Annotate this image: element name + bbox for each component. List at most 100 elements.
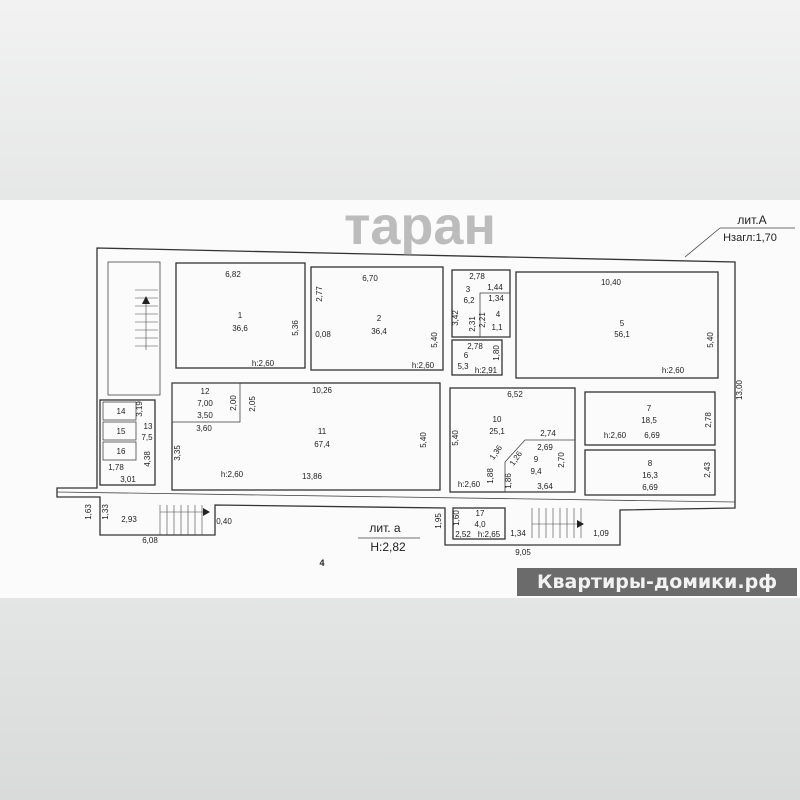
room-number: 6 <box>464 351 469 360</box>
room-area: 1,1 <box>491 323 503 332</box>
dim: 1,34 <box>510 529 526 538</box>
blurred-background-top <box>0 0 800 200</box>
dim: 1,44 <box>487 283 503 292</box>
stairwell <box>107 261 161 396</box>
room-area: 56,1 <box>614 330 630 339</box>
dim: 2,05 <box>248 396 257 412</box>
room-height: h:2,60 <box>252 359 275 368</box>
dim: 2,21 <box>478 312 487 328</box>
dim: 1,86 <box>504 473 513 489</box>
room-height: h:2,91 <box>475 366 498 375</box>
room-area: 9,4 <box>530 467 542 476</box>
room-number: 10 <box>493 415 502 424</box>
outer-wall <box>56 247 736 546</box>
room-1 <box>175 262 306 369</box>
room-15 <box>102 421 137 441</box>
dim: 2,78 <box>469 272 485 281</box>
room-14 <box>102 401 137 421</box>
overall-depth: 13,00 <box>735 379 744 400</box>
lit-A-label: лит.А <box>737 213 766 227</box>
dim: 1,60 <box>452 510 461 526</box>
dim: 1,63 <box>84 504 93 520</box>
dim: 9,05 <box>515 548 531 557</box>
room-12 <box>171 382 241 423</box>
dim: 1,95 <box>434 513 443 529</box>
room-number: 7 <box>647 404 652 413</box>
dim: 2,00 <box>229 395 238 411</box>
room-area: 5,3 <box>457 362 469 371</box>
room-number: 12 <box>201 387 210 396</box>
h-zagl-label: Hзагл:1,70 <box>723 232 777 244</box>
dim: 5,36 <box>291 320 300 336</box>
site-watermark: Квартиры-домики.рф <box>517 568 797 596</box>
dim: 1,34 <box>488 294 504 303</box>
dim: 1,09 <box>593 529 609 538</box>
room-16 <box>102 441 137 461</box>
dim: 6,08 <box>142 536 158 545</box>
dim: 5,40 <box>451 430 460 446</box>
room-number: 15 <box>117 427 126 436</box>
room-number: 11 <box>318 427 327 436</box>
dim: 5,40 <box>419 432 428 448</box>
dim: 3,35 <box>173 445 182 461</box>
room-number: 13 <box>144 422 153 431</box>
dim: 3,01 <box>120 475 136 484</box>
dim: 2,43 <box>703 462 712 478</box>
dim: 2,77 <box>315 286 324 302</box>
room-number: 9 <box>534 455 539 464</box>
dim: 1,33 <box>101 504 110 520</box>
dim: 10,40 <box>601 278 622 287</box>
room-height: h:2,60 <box>662 366 685 375</box>
arrow-right-icon <box>203 508 210 516</box>
room-number: 1 <box>238 311 243 320</box>
leader-line <box>684 227 721 258</box>
arrow-up-icon <box>142 296 150 304</box>
room-2 <box>310 266 444 371</box>
dim: 2,69 <box>537 443 553 452</box>
dim: 2,78 <box>467 342 483 351</box>
room-number: 14 <box>117 407 126 416</box>
room-height: h:2,60 <box>604 431 627 440</box>
room-4 <box>479 292 511 338</box>
dim: 1,36 <box>488 443 505 461</box>
dim: 3,64 <box>537 482 553 491</box>
room-11 <box>171 382 441 491</box>
dim: 1,88 <box>486 468 495 484</box>
dim: 6,70 <box>362 274 378 283</box>
room-height: h:2,60 <box>458 480 481 489</box>
room-number: 5 <box>620 319 625 328</box>
dim: 6,69 <box>642 483 658 492</box>
wall-line <box>56 491 736 503</box>
agency-watermark: таран <box>344 196 496 256</box>
dim: 5,40 <box>430 332 439 348</box>
dim: 6,69 <box>644 431 660 440</box>
dim: 2,74 <box>540 429 556 438</box>
room-area: 4,0 <box>474 520 486 529</box>
room-area: 7,00 <box>197 399 213 408</box>
dim: 13,86 <box>302 472 323 481</box>
room-number: 3 <box>466 285 471 294</box>
dim: 2,70 <box>557 452 566 468</box>
room-8 <box>584 449 716 496</box>
dim: 3,19 <box>135 401 144 417</box>
room-number: 4 <box>496 310 501 319</box>
dim: 3,60 <box>196 424 212 433</box>
room-height: h:2,65 <box>478 530 501 539</box>
room-number: 17 <box>476 509 485 518</box>
room-number: 16 <box>117 447 126 456</box>
dim: 2,52 <box>455 530 471 539</box>
dim: 6,52 <box>507 390 523 399</box>
sheet-number: 4 <box>319 558 324 568</box>
room-9 <box>504 439 576 493</box>
dim: 2,78 <box>704 412 713 428</box>
h-a-label: H:2,82 <box>370 540 406 554</box>
room-area: 18,5 <box>641 416 657 425</box>
dim: 6,82 <box>225 270 241 279</box>
arrow-right-icon <box>577 520 584 528</box>
lit-a-label: лит. а <box>369 521 401 535</box>
room-number: 2 <box>377 314 382 323</box>
dim: 0,40 <box>216 517 232 526</box>
room-area: 6,2 <box>463 296 475 305</box>
room-area: 7,5 <box>141 433 153 442</box>
